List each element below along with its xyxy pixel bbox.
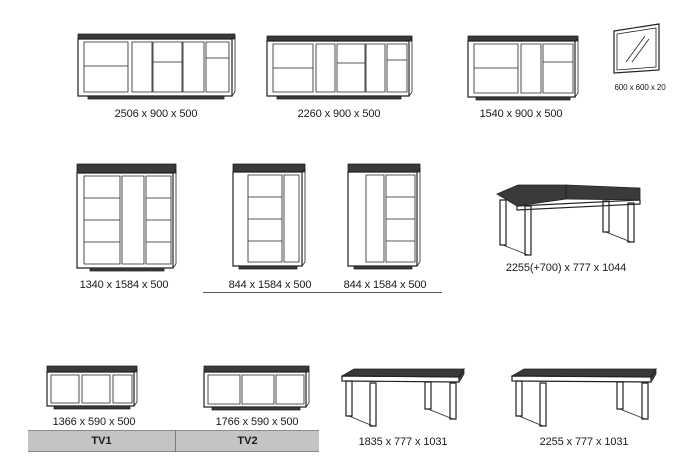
tv1-label: TV1	[28, 430, 175, 452]
dimension-label: 1366 x 590 x 500	[52, 416, 136, 428]
dimension-label: 2255 x 777 x 1031	[539, 436, 629, 448]
divider-line	[203, 292, 442, 293]
dimension-label: 844 x 1584 x 500	[228, 279, 312, 291]
tv-label-separator	[175, 430, 176, 452]
dimension-label: 2506 x 900 x 500	[114, 108, 198, 120]
dimension-label: 844 x 1584 x 500	[343, 279, 427, 291]
dimension-label: 2255(+700) x 777 x 1044	[505, 262, 627, 274]
dimension-label: 1766 x 590 x 500	[215, 416, 299, 428]
dimension-label: 600 x 600 x 20	[614, 83, 666, 92]
dimension-label: 2260 x 900 x 500	[297, 108, 381, 120]
dimension-label: 1835 x 777 x 1031	[358, 436, 448, 448]
dimension-label: 1340 x 1584 x 500	[79, 279, 169, 291]
dimension-label: 1540 x 900 x 500	[479, 108, 563, 120]
tv2-label: TV2	[176, 430, 319, 452]
